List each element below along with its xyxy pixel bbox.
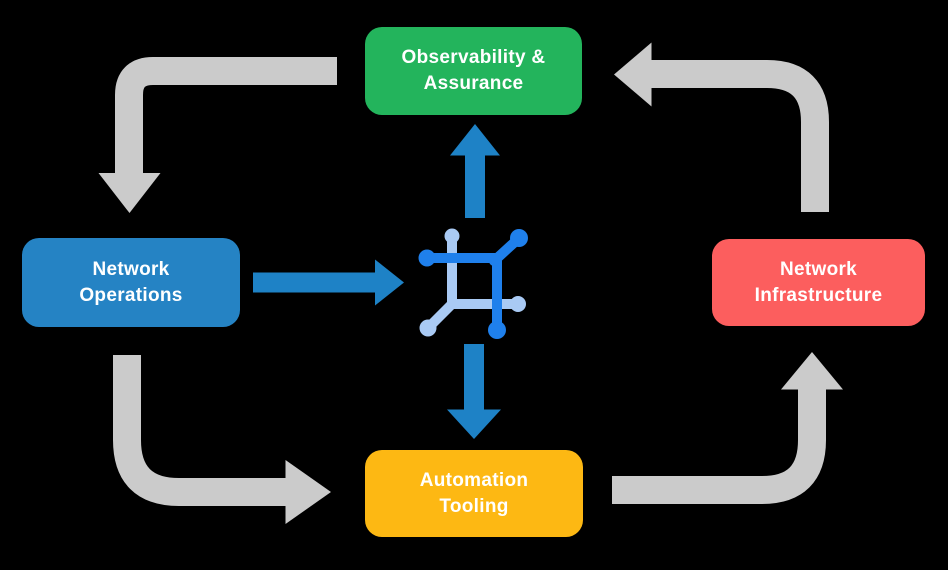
node-label-line: Observability &	[401, 47, 546, 69]
arrow-center-to-observability	[450, 124, 500, 218]
network-fabric-icon	[418, 228, 528, 339]
node-network-infrastructure: Network Infrastructure	[712, 239, 925, 326]
node-label-line: Network	[779, 258, 858, 280]
node-network-operations: Network Operations	[22, 238, 240, 327]
arrow-observability-to-operations	[98, 57, 337, 213]
network-fabric-icon-primary-strokes	[418, 229, 528, 339]
node-label-line: Automation	[419, 469, 529, 491]
node-label-line: Operations	[79, 284, 183, 306]
arrow-center-to-automation	[447, 344, 501, 439]
arrow-operations-to-automation	[113, 355, 331, 524]
node-label-line: Network	[92, 258, 170, 280]
node-observability-assurance: Observability & Assurance	[365, 27, 582, 115]
node-automation-tooling: Automation Tooling	[365, 450, 583, 537]
arrow-operations-to-center	[253, 259, 404, 306]
node-label-line: Assurance	[423, 73, 524, 94]
node-label-line: Tooling	[439, 495, 509, 517]
arrow-infrastructure-to-observability	[614, 42, 829, 212]
node-label-line: Infrastructure	[754, 284, 883, 306]
arrow-automation-to-infrastructure	[612, 352, 843, 504]
